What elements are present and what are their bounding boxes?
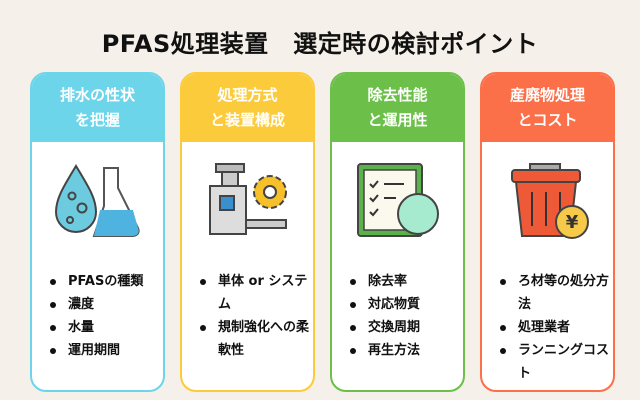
card-title-line1: 処理方式	[217, 86, 278, 104]
list-item: PFASの種類	[46, 270, 159, 293]
bullet-list: ろ材等の処分方法 処理業者 ランニングコスト	[496, 270, 609, 385]
bullet-list: 単体 or システム 規制強化への柔軟性	[196, 270, 309, 362]
bullet-list: PFASの種類 濃度 水量 運用期間	[46, 270, 159, 362]
card-title-line2: と装置構成	[209, 111, 285, 129]
card-header: 処理方式と装置構成	[182, 74, 313, 142]
machine-gear-icon	[209, 163, 287, 235]
card-header: 排水の性状を把握	[32, 74, 163, 142]
card-title-line2: と運用性	[367, 111, 428, 129]
list-item: 運用期間	[46, 339, 159, 362]
list-item: 水量	[46, 316, 159, 339]
card-title-line2: とコスト	[517, 111, 578, 129]
checklist-cycle-icon	[357, 163, 439, 237]
list-item: 再生方法	[346, 339, 459, 362]
bullet-list: 除去率 対応物質 交換周期 再生方法	[346, 270, 459, 362]
card-header: 産廃物処理とコスト	[482, 74, 613, 142]
list-item: ランニングコスト	[496, 339, 609, 385]
trash-yen-icon: ¥	[511, 163, 589, 239]
svg-text:¥: ¥	[566, 212, 579, 233]
page-title: PFAS処理装置 選定時の検討ポイント	[101, 30, 539, 58]
list-item: 規制強化への柔軟性	[196, 316, 309, 362]
card-process: 処理方式と装置構成 単体 or システム 規制強化への柔軟性	[180, 72, 315, 392]
list-item: 処理業者	[496, 316, 609, 339]
water-drop-flask-icon	[54, 164, 140, 237]
list-item: 単体 or システム	[196, 270, 309, 316]
card-title-line1: 排水の性状	[59, 86, 135, 104]
card-title-line1: 産廃物処理	[509, 86, 585, 104]
list-item: ろ材等の処分方法	[496, 270, 609, 316]
card-performance: 除去性能と運用性 除去率 対応物質 交換周期 再生方法	[330, 72, 465, 392]
card-title-line1: 除去性能	[367, 86, 428, 104]
card-header: 除去性能と運用性	[332, 74, 463, 142]
list-item: 交換周期	[346, 316, 459, 339]
card-waste-cost: 産廃物処理とコスト ¥ ろ材等の処分方法 処理業者 ランニングコスト	[480, 72, 615, 392]
card-title-line2: を把握	[74, 111, 120, 129]
list-item: 対応物質	[346, 293, 459, 316]
list-item: 除去率	[346, 270, 459, 293]
list-item: 濃度	[46, 293, 159, 316]
card-wastewater: 排水の性状を把握 PFASの種類 濃度 水量 運用期間	[30, 72, 165, 392]
